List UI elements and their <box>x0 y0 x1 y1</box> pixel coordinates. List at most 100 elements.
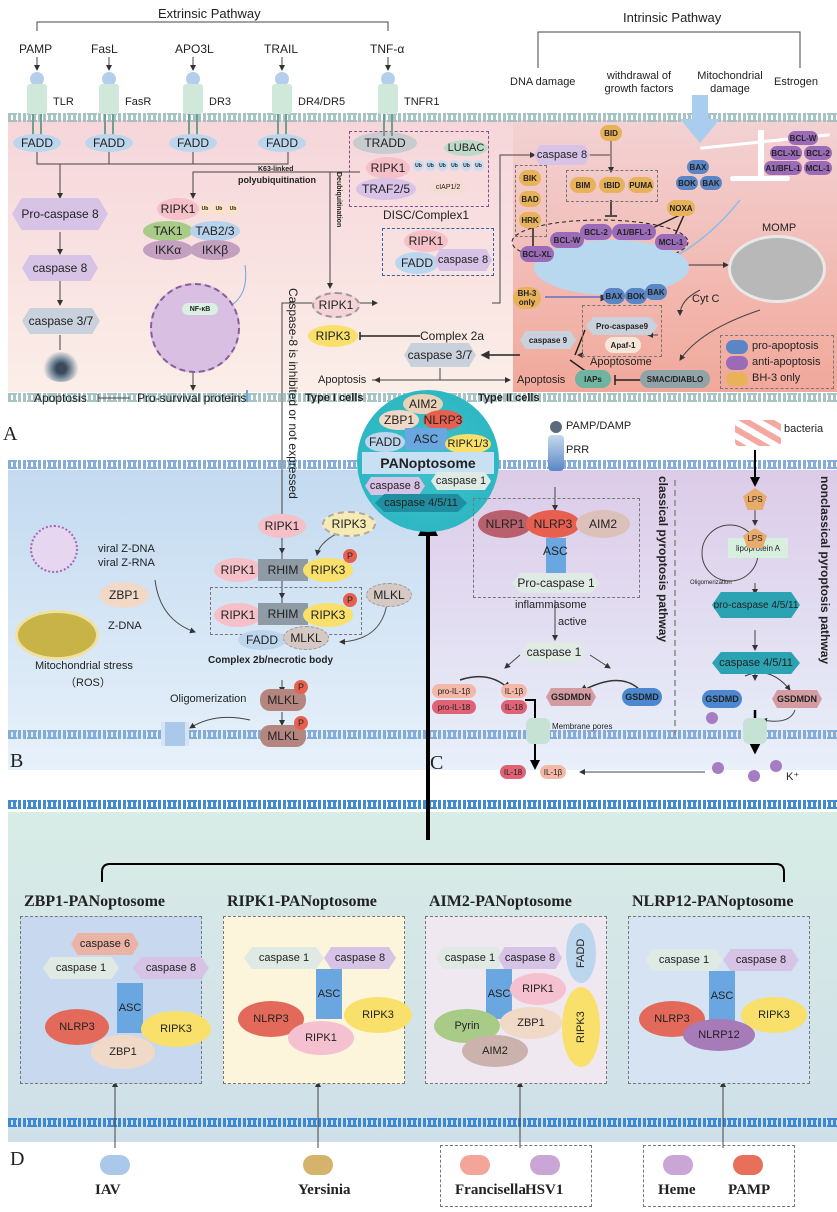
membrane-pores-label: Membrane pores <box>552 722 613 731</box>
asc-c <box>546 538 566 576</box>
pathogen-icon <box>530 1155 560 1175</box>
receptor-icon <box>27 84 47 114</box>
membrane-d-top <box>8 800 837 809</box>
pamp-damp-label: PAMP/DAMP <box>566 420 632 432</box>
panel-label-c: C <box>430 752 444 774</box>
pan-caspase1: caspase 1 <box>431 472 491 490</box>
complex2b-label: Complex 2b/necrotic body <box>208 655 334 666</box>
mlkl-free: MLKL <box>366 583 412 607</box>
subtype-member: caspase 8 <box>498 947 562 969</box>
trigger-label: PAMP <box>728 1182 771 1198</box>
pan-aim2: AIM2 <box>403 394 443 414</box>
tak1: TAK1 <box>143 221 193 241</box>
ripk1-b-top: RIPK1 <box>258 514 306 538</box>
subtype-member: AIM2 <box>462 1035 528 1067</box>
ub-icon: Ub <box>425 160 436 171</box>
polyubiquitination-label: polyubiquitination <box>238 175 316 185</box>
scale-anti-protein: BCL-2 <box>804 146 832 160</box>
bacteria-icon <box>735 420 781 446</box>
receptor-stem <box>383 114 393 136</box>
phospho-p: P <box>343 549 357 563</box>
subtype-member: ASC <box>117 983 143 1033</box>
complex2a-label: Complex 2a <box>420 329 485 343</box>
subtype-member: NLRP3 <box>639 1001 705 1037</box>
mito-stress-label: Mitochondrial stress <box>35 660 133 672</box>
bacteria-label: bacteria <box>784 423 824 435</box>
up-arrow-icon <box>246 390 248 402</box>
membrane-d-bottom <box>8 1118 837 1127</box>
deubiquitination-label: Deubiquitination <box>335 172 342 228</box>
zdna: Z-DNA <box>108 620 142 632</box>
pro-caspase-4-5-11: pro-caspase 4/5/11 <box>712 592 800 618</box>
anti-apoptotic-protein: BCL-W <box>550 232 584 248</box>
subtype-member: FADD <box>566 923 596 983</box>
ripk1-complex2a: RIPK1 <box>404 230 448 252</box>
pro-il18: pro-IL-18 <box>432 700 476 714</box>
asc-c-label: ASC <box>543 544 568 558</box>
zbp1-b: ZBP1 <box>99 582 149 608</box>
bh3-protein: BAD <box>519 191 541 207</box>
ligand-label: APO3L <box>175 42 214 56</box>
trigger-label: Heme <box>658 1182 696 1198</box>
trigger-label: Yersinia <box>298 1182 351 1198</box>
cyt-c-label: Cyt C <box>692 293 720 305</box>
caspase-3-7-center: caspase 3/7 <box>404 343 476 367</box>
ros-label: （ROS） <box>65 677 111 689</box>
bh3-protein: tBID <box>599 177 625 193</box>
bid: BID <box>600 125 622 141</box>
anti-apoptotic-protein: BCL-2 <box>580 224 612 240</box>
pan-title: PANoptosome <box>362 452 494 474</box>
ub-icon: Ub <box>449 160 460 171</box>
k-ion-label: K⁺ <box>786 771 800 783</box>
scale-pro-protein: BOK <box>676 176 698 190</box>
fadd-2b: FADD <box>238 630 286 650</box>
membrane-pore-icon <box>526 718 550 744</box>
pro-apoptotic-protein: BAX <box>603 288 625 304</box>
ripk1-b-mid: RIPK1 <box>214 558 262 582</box>
caspase1-c: caspase 1 <box>522 642 586 662</box>
caspase8-inhibited-label: Caspase-8 is inhibited or not expressed <box>286 288 300 499</box>
ripk3-a: RIPK3 <box>308 325 358 347</box>
pathogen-icon <box>100 1155 130 1175</box>
apoptotic-cell-icon <box>42 352 80 382</box>
receptor-icon <box>378 84 398 114</box>
bh3-protein: BIM <box>570 177 596 193</box>
legend-swatch <box>726 356 748 370</box>
ub-chain-small: Ub Ub Ub <box>199 203 239 215</box>
scale-icon <box>690 130 830 181</box>
pathogen-icon <box>733 1155 763 1175</box>
subtype-member: RIPK3 <box>562 987 600 1067</box>
subtype-member: ZBP1 <box>91 1035 155 1069</box>
legend-box <box>720 335 834 389</box>
fadd: FADD <box>258 134 306 152</box>
aim2-c: AIM2 <box>576 510 630 538</box>
pan-nlrp3: NLRP3 <box>423 410 463 430</box>
caspase-8: caspase 8 <box>22 255 98 281</box>
lubac: LUBAC <box>444 140 488 156</box>
subtype-member: ASC <box>486 969 512 1019</box>
prr-receptor-icon <box>548 435 564 471</box>
nonclassical-label: nonclassical pyroptosis pathway <box>818 476 832 665</box>
viral-zrna: viral Z-RNA <box>98 557 155 569</box>
scale-pro-protein: BAK <box>700 176 722 190</box>
receptor-stem <box>277 114 287 136</box>
receptor-icon <box>272 84 292 114</box>
subtype-member: ZBP1 <box>500 1007 562 1039</box>
panel-label-d: D <box>10 1148 25 1170</box>
ligand-label: FasL <box>91 42 118 56</box>
apaf-1: Apaf-1 <box>605 337 641 353</box>
panel-label-b: B <box>10 750 24 772</box>
pamp-dot-icon <box>550 421 562 433</box>
phospho-p: P <box>343 593 357 607</box>
receptor-icon <box>183 84 203 114</box>
mlkl-p2: MLKL <box>260 725 306 747</box>
ripk1-b-2b: RIPK1 <box>214 603 262 627</box>
pro-apoptotic-protein: BAK <box>645 284 667 300</box>
scale-pro-protein: BAX <box>687 160 709 174</box>
ub-icon: Ub <box>461 160 472 171</box>
ub-icon: Ub <box>413 160 424 171</box>
pathogen-icon <box>460 1155 490 1175</box>
subtype-member: caspase 1 <box>244 947 324 969</box>
